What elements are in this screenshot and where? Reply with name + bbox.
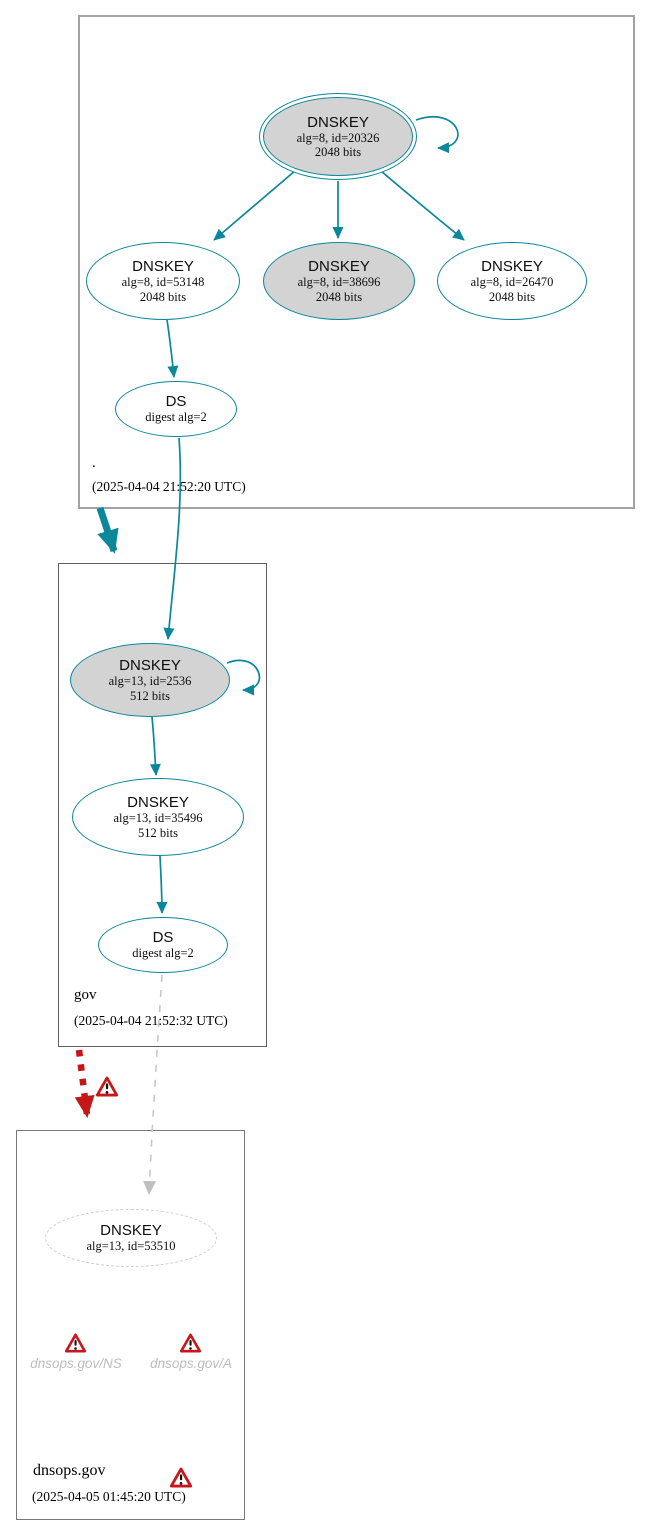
node-title: DNSKEY [127,794,189,811]
dnskey-node-root-ksk-20326[interactable]: DNSKEY alg=8, id=20326 2048 bits [259,93,417,180]
node-detail-bits: 2048 bits [139,289,187,304]
query-label-ns: dnsops.gov/NS [30,1356,122,1371]
edge-root-ksk-to-zsk1 [213,169,297,241]
edge-root-zsk1-to-ds [166,319,179,378]
warning-icon-dnsops-zone[interactable] [169,1467,193,1488]
node-title: DS [152,929,174,947]
zone-timestamp-gov: (2025-04-04 21:52:32 UTC) [74,1013,228,1028]
node-detail-digest: digest alg=2 [132,946,194,961]
ds-node-root[interactable]: DS digest alg=2 [115,381,237,437]
edge-gov-ksk-to-zsk [149,716,161,776]
dnskey-node-root-zsk-26470[interactable]: DNSKEY alg=8, id=26470 2048 bits [437,242,587,320]
warning-icon-delegation[interactable] [95,1076,119,1097]
node-detail-bits: 512 bits [130,688,170,703]
warning-icon-ns-query[interactable] [64,1333,87,1353]
node-detail-alg-id: alg=8, id=38696 [297,275,381,289]
zone-label-dnsops: dnsops.gov [33,1462,106,1479]
node-detail-alg-id: alg=8, id=20326 [296,130,380,145]
dnskey-node-gov-zsk-35496[interactable]: DNSKEY alg=13, id=35496 512 bits [72,778,244,856]
dnskey-node-dnsops-53510[interactable]: DNSKEY alg=13, id=53510 [45,1209,217,1267]
edge-root-ds-to-gov-ksk [163,437,182,640]
edge-gov-ds-to-dnsops-dnskey-insecure [143,974,163,1195]
zone-label-root: . [92,455,96,471]
zone-timestamp-dnsops: (2025-04-05 01:45:20 UTC) [32,1489,186,1504]
edge-gov-zsk-to-ds [156,855,168,914]
ds-node-gov[interactable]: DS digest alg=2 [98,917,228,973]
dnskey-node-gov-ksk-2536[interactable]: DNSKEY alg=13, id=2536 512 bits [70,643,230,717]
node-detail-alg-id: alg=13, id=35496 [113,811,203,825]
edge-gov-ksk-self-sign [226,659,261,696]
node-detail-digest: digest alg=2 [145,410,207,425]
edge-root-ksk-self-sign [415,115,459,154]
node-title: DNSKEY [100,1222,162,1240]
query-label-a: dnsops.gov/A [150,1356,232,1371]
zone-box-root [78,15,635,509]
node-detail-alg-id: alg=13, id=53510 [86,1239,176,1254]
node-detail-bits: 2048 bits [315,289,363,304]
warning-icon-a-query[interactable] [179,1333,202,1353]
node-detail-bits: 2048 bits [314,145,362,159]
edge-root-ksk-to-zsk3 [380,170,465,241]
dnskey-node-root-ksk-inner: DNSKEY alg=8, id=20326 2048 bits [263,97,413,176]
node-title: DNSKEY [481,258,543,275]
zone-box-dnsops [16,1130,245,1520]
node-title: DNSKEY [119,657,181,674]
edge-gov-zone-to-dnsops-zone-bogus [74,1049,95,1118]
dnskey-node-root-zsk-53148[interactable]: DNSKEY alg=8, id=53148 2048 bits [86,242,240,320]
node-detail-bits: 512 bits [138,825,178,840]
zone-box-gov [58,563,267,1047]
zone-label-gov: gov [74,987,97,1003]
node-detail-bits: 2048 bits [488,289,536,304]
dnskey-node-root-zsk-38696[interactable]: DNSKEY alg=8, id=38696 2048 bits [263,242,415,320]
node-title: DS [165,393,187,411]
node-title: DNSKEY [307,113,369,131]
edge-root-zone-to-gov-zone-secure [96,506,119,554]
node-title: DNSKEY [132,258,194,275]
node-detail-alg-id: alg=8, id=26470 [470,275,554,289]
node-title: DNSKEY [308,258,370,275]
zone-timestamp-root: (2025-04-04 21:52:20 UTC) [92,479,246,494]
node-detail-alg-id: alg=8, id=53148 [121,275,205,289]
node-detail-alg-id: alg=13, id=2536 [108,674,192,688]
